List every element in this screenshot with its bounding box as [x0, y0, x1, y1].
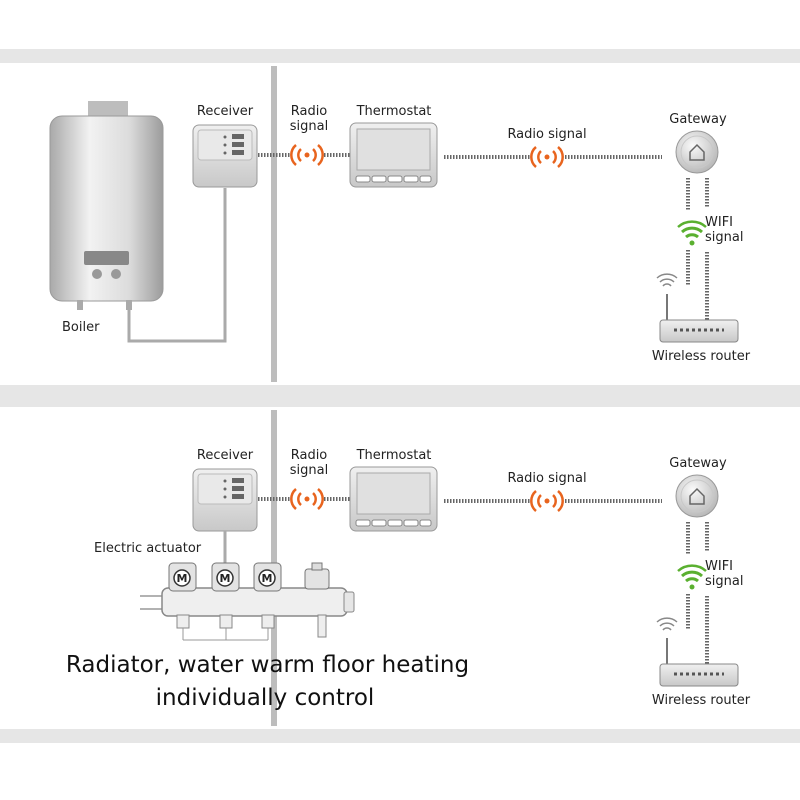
- gateway-icon: [675, 474, 719, 518]
- caption-line-1: Radiator, water warm floor heating: [65, 652, 470, 678]
- receiver-label: Receiver: [196, 104, 254, 119]
- receiver-icon: [192, 468, 258, 532]
- panel-top-diagram: [49, 66, 739, 382]
- manifold-icon: [140, 562, 355, 641]
- wifi-signal-label: WIFI signal: [705, 215, 744, 245]
- actuator-mark: M: [176, 572, 188, 585]
- thermostat-icon: [349, 466, 438, 532]
- wireless-router-icon: [656, 617, 739, 687]
- radio-signal-label: Radio signal: [289, 448, 329, 478]
- top-band: [0, 49, 800, 63]
- radio-wave-icon: [290, 488, 324, 510]
- electric-actuator-label: Electric actuator: [94, 541, 202, 556]
- radio-signal-label: Radio signal: [507, 127, 587, 142]
- boiler-label: Boiler: [62, 320, 100, 335]
- gateway-label: Gateway: [669, 456, 727, 471]
- thermostat-label: Thermostat: [356, 448, 432, 463]
- wall: [271, 66, 277, 382]
- receiver-icon: [192, 124, 258, 188]
- radio-wave-icon: [290, 144, 324, 166]
- wifi-icon: [677, 564, 707, 590]
- gateway-label: Gateway: [669, 112, 727, 127]
- actuator-mark: M: [261, 572, 273, 585]
- panel-bottom-diagram: [140, 410, 739, 726]
- boiler-receiver-cable: [127, 188, 227, 343]
- caption-line-2: individually control: [155, 685, 375, 711]
- wifi-signal-label: WIFI signal: [705, 559, 744, 589]
- wireless-router-icon: [656, 273, 739, 343]
- middle-band: [0, 385, 800, 407]
- gateway-icon: [675, 130, 719, 174]
- wifi-icon: [677, 220, 707, 246]
- radio-signal-label: Radio signal: [289, 104, 329, 134]
- radio-signal-label: Radio signal: [507, 471, 587, 486]
- bottom-band: [0, 729, 800, 743]
- radio-wave-icon: [530, 490, 564, 512]
- boiler-icon: [49, 101, 164, 310]
- actuator-mark: M: [219, 572, 231, 585]
- thermostat-label: Thermostat: [356, 104, 432, 119]
- receiver-label: Receiver: [196, 448, 254, 463]
- radio-wave-icon: [530, 146, 564, 168]
- wireless-router-label: Wireless router: [651, 693, 751, 708]
- wireless-router-label: Wireless router: [651, 349, 751, 364]
- thermostat-icon: [349, 122, 438, 188]
